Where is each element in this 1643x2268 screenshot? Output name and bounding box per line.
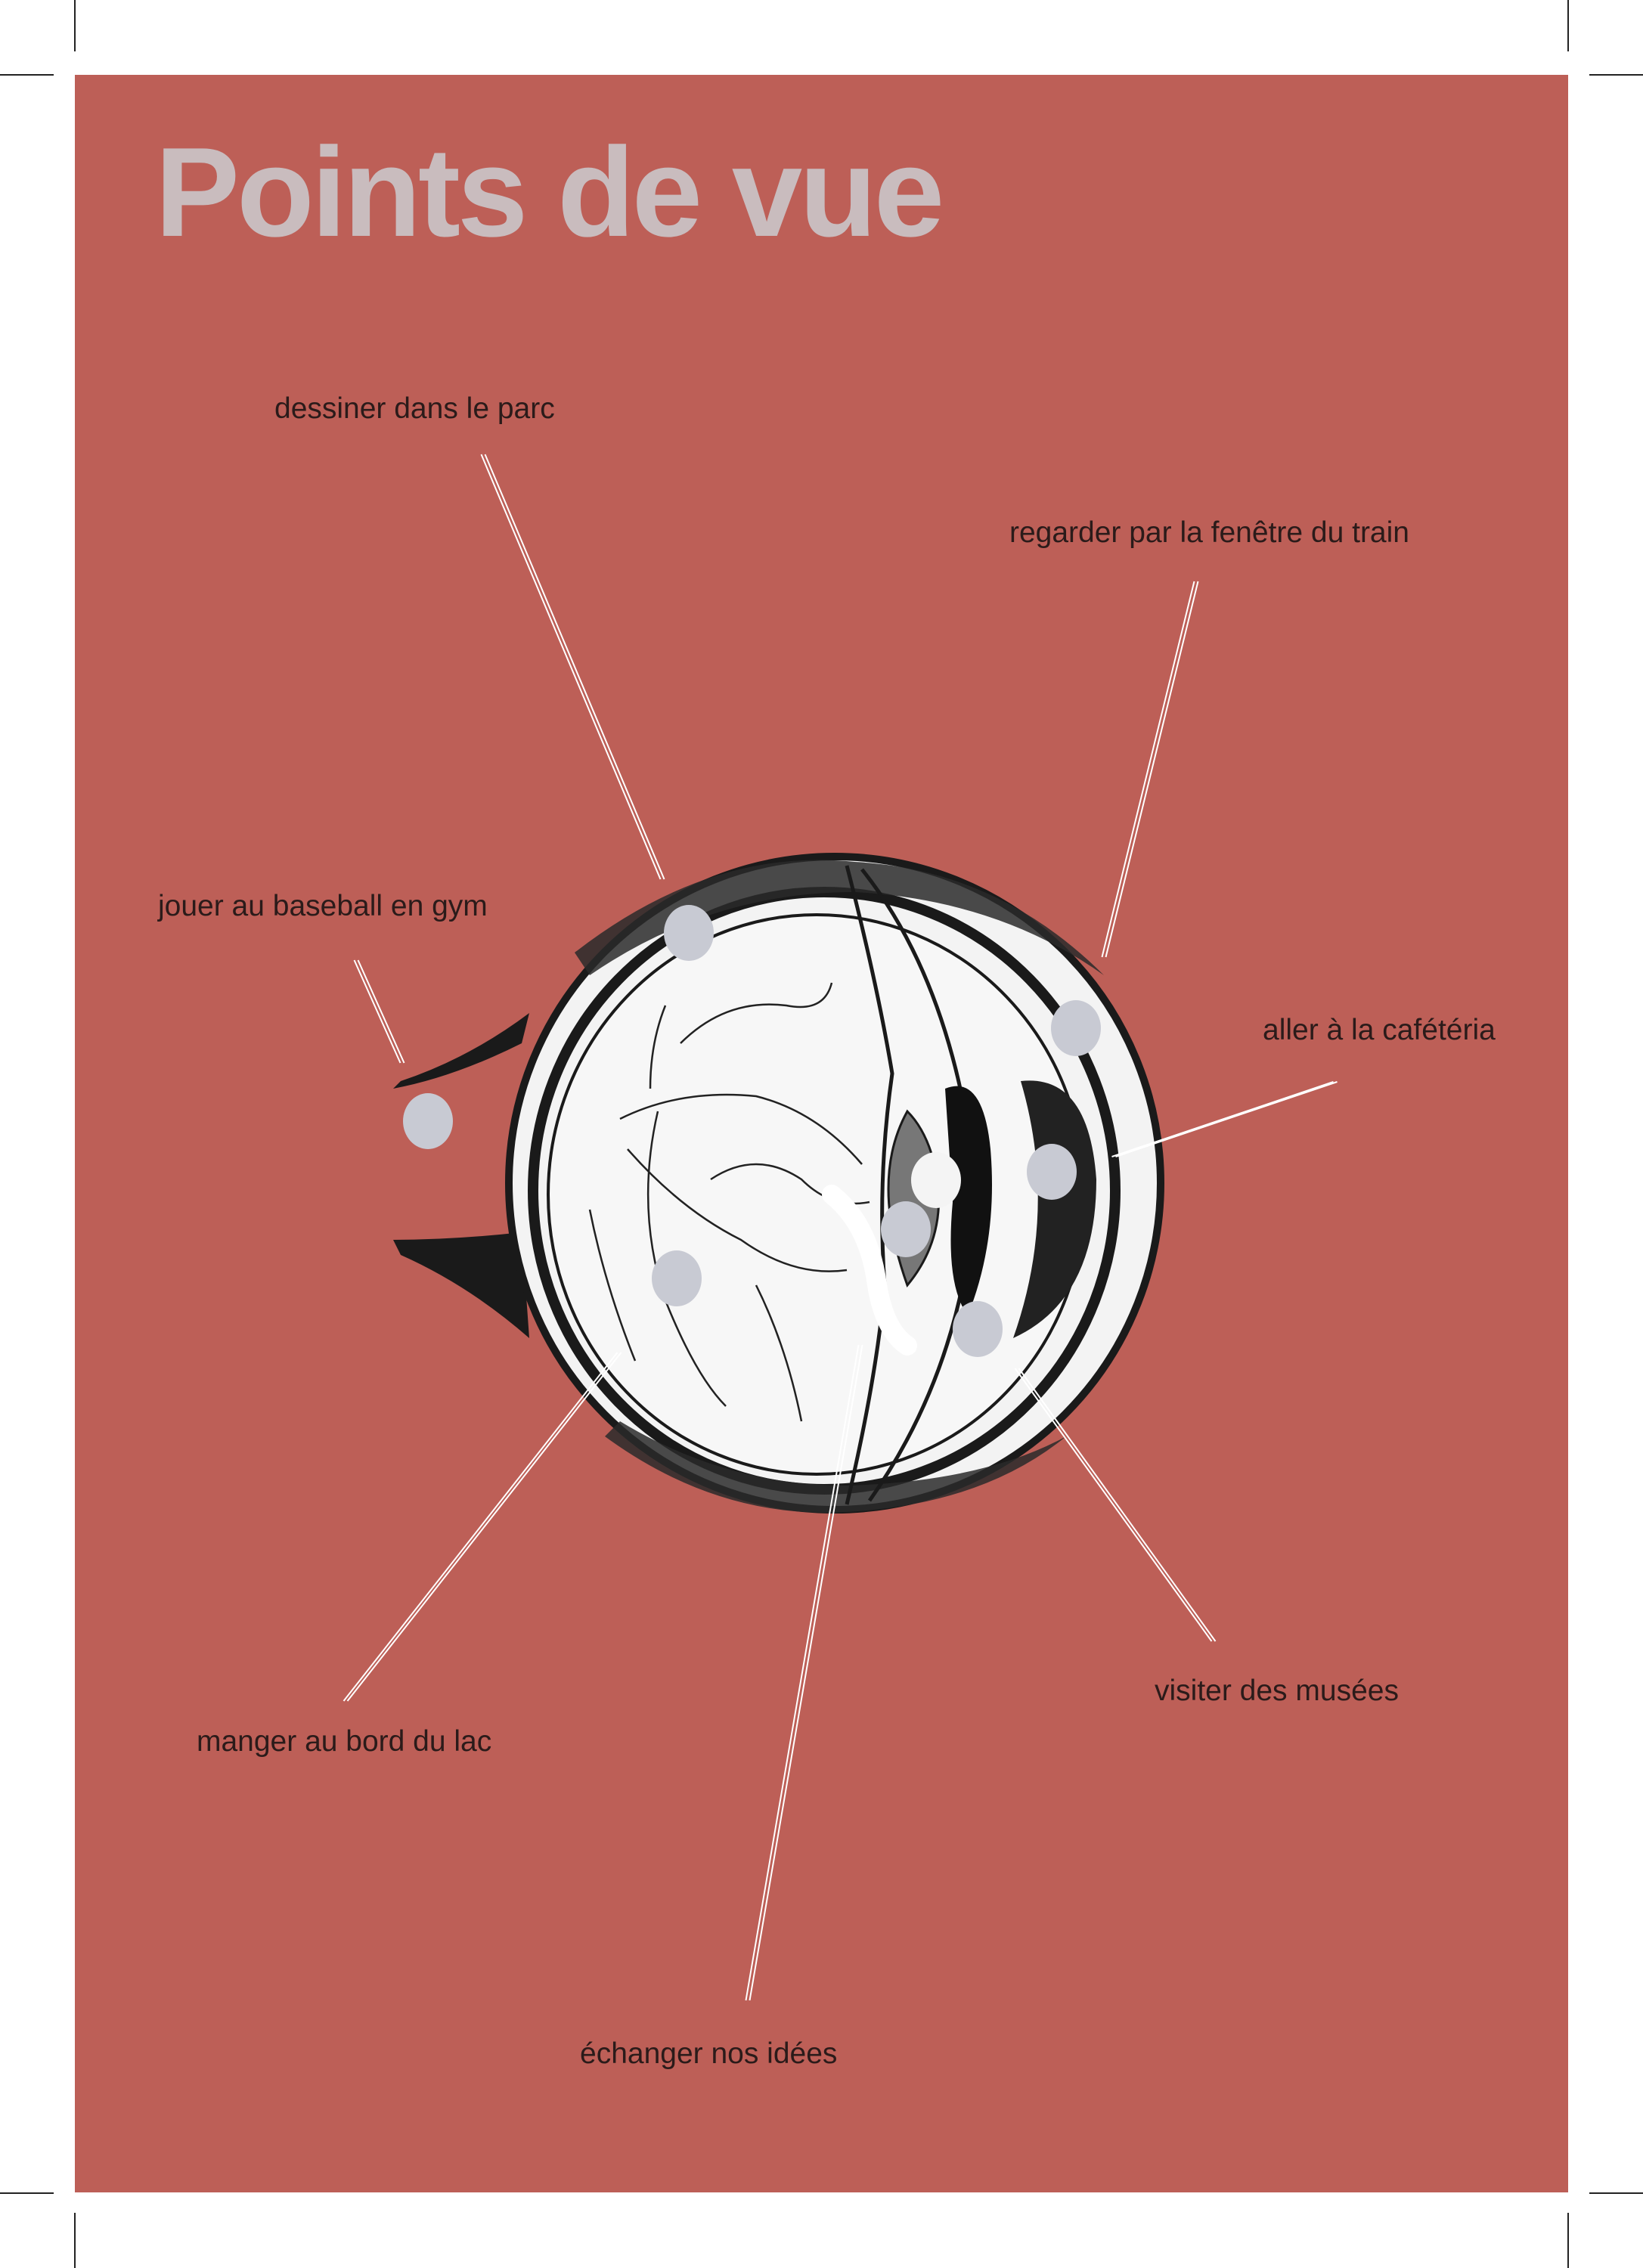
marker-dot-3 xyxy=(1027,1144,1077,1200)
leader-line-0 xyxy=(484,454,665,880)
label-jouer: jouer au baseball en gym xyxy=(158,890,488,922)
optic-nerve-lower xyxy=(393,1232,529,1338)
optic-nerve-upper xyxy=(393,1013,529,1089)
crop-mark-top-left-v xyxy=(74,0,76,51)
marker-dot-1 xyxy=(1051,1000,1101,1056)
crop-mark-bottom-left-v xyxy=(74,2213,76,2268)
crop-mark-bottom-right-v xyxy=(1567,2213,1569,2268)
crop-mark-bottom-right-h xyxy=(1589,2192,1643,2194)
leader-line-5 xyxy=(343,1352,618,1702)
marker-dot-4 xyxy=(911,1152,961,1208)
crop-mark-top-right-h xyxy=(1589,74,1643,76)
leader-line-4 xyxy=(1018,1368,1217,1642)
leader-line-6 xyxy=(745,1344,860,2001)
leader-line-3 xyxy=(1111,1081,1334,1157)
leader-line-1 xyxy=(1105,581,1199,958)
marker-dot-2 xyxy=(403,1093,453,1149)
marker-dot-6 xyxy=(652,1250,702,1306)
label-visiter: visiter des musées xyxy=(1155,1675,1399,1707)
leader-line-2 xyxy=(353,959,401,1064)
crop-mark-top-left-h xyxy=(0,74,54,76)
leader-line-1 xyxy=(1101,581,1195,958)
label-echanger: échanger nos idées xyxy=(580,2037,838,2070)
eye-drawing xyxy=(393,853,1164,1514)
leader-line-0 xyxy=(480,454,662,880)
marker-dot-7 xyxy=(953,1301,1003,1357)
marker-dot-5 xyxy=(881,1201,931,1257)
leader-line-2 xyxy=(357,959,405,1064)
label-manger: manger au bord du lac xyxy=(197,1725,492,1758)
crop-mark-top-right-v xyxy=(1567,0,1569,51)
leader-line-4 xyxy=(1014,1368,1213,1642)
label-dessiner: dessiner dans le parc xyxy=(274,392,555,425)
leader-line-6 xyxy=(749,1344,863,2001)
page-title: Points de vue xyxy=(155,121,944,263)
crop-mark-bottom-left-h xyxy=(0,2192,54,2194)
label-regarder: regarder par la fenêtre du train xyxy=(1009,516,1409,549)
marker-dot-0 xyxy=(664,905,714,961)
label-aller: aller à la cafétéria xyxy=(1263,1014,1496,1046)
leader-line-3 xyxy=(1115,1081,1338,1157)
leader-line-5 xyxy=(346,1352,622,1702)
